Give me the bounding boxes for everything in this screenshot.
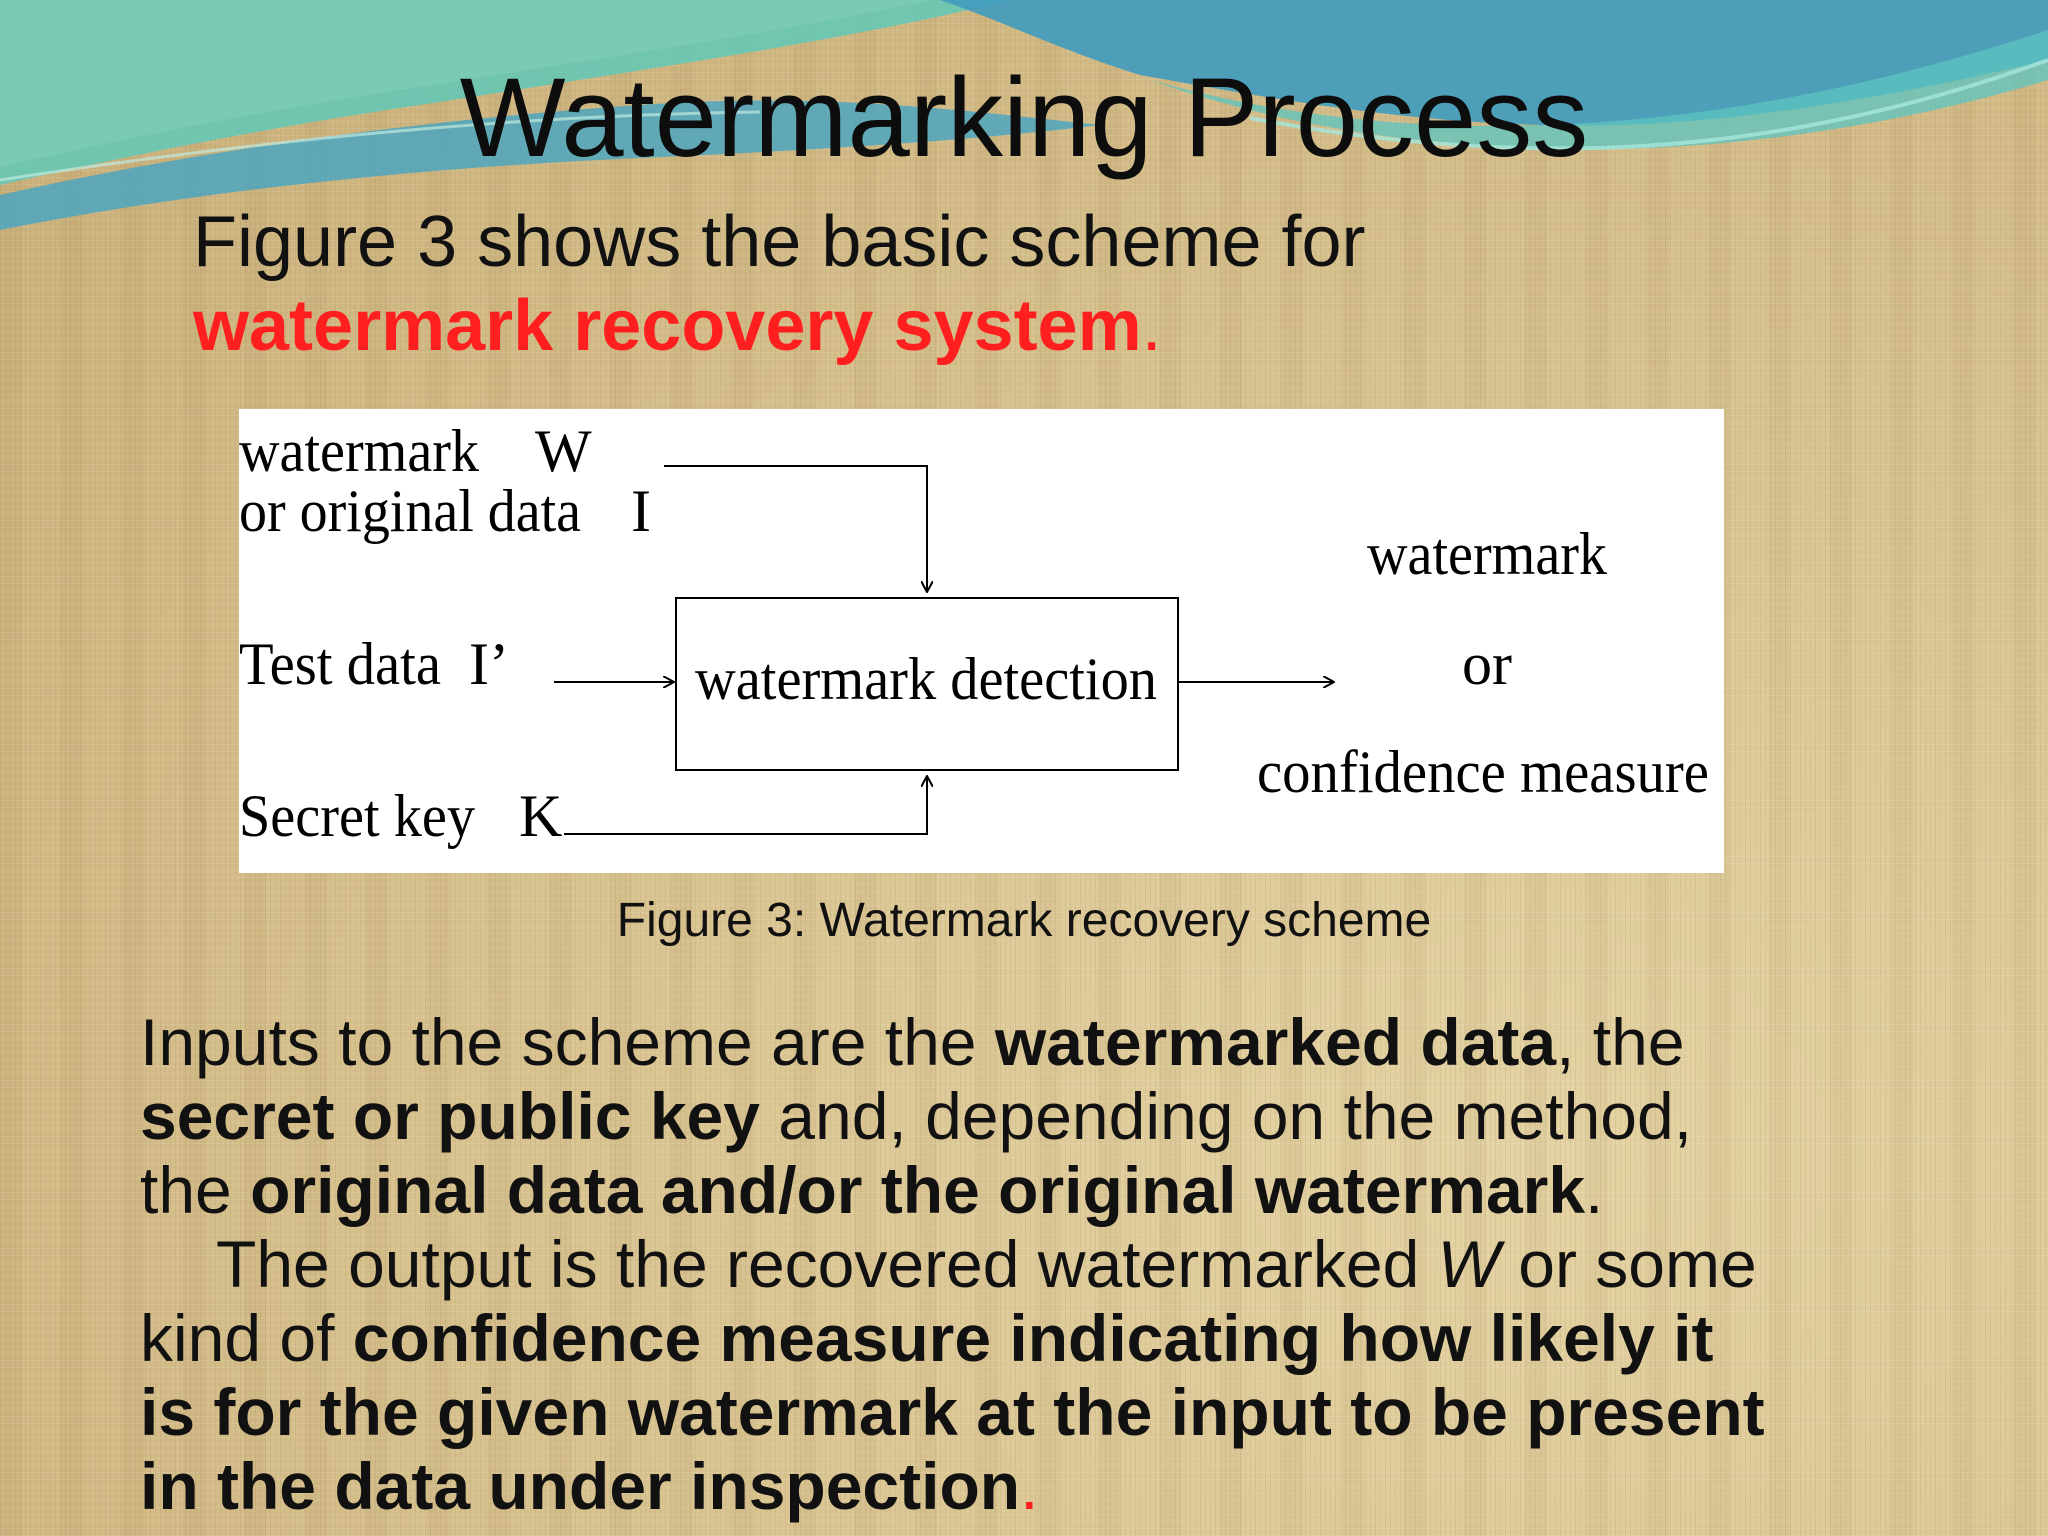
body-emphasis: secret or public key — [140, 1079, 760, 1153]
intro-period: . — [1141, 286, 1162, 366]
intro-highlight: watermark recovery system — [193, 286, 1142, 366]
body-final-period: . — [1020, 1449, 1039, 1523]
input-key-symbol: K — [519, 783, 562, 849]
input-test-symbol: I’ — [469, 631, 509, 697]
input-original-symbol: I — [631, 478, 651, 544]
watermark-input-arrow — [664, 465, 927, 592]
body-text-run: kind of — [140, 1301, 353, 1375]
process-label: watermark detection — [695, 646, 1157, 712]
figure-caption: Figure 3: Watermark recovery scheme — [616, 894, 1432, 947]
body-emphasis: original data and/or the original waterm… — [250, 1153, 1586, 1227]
body-text-run: or some — [1499, 1227, 1757, 1301]
input-original-label: or original data — [239, 478, 581, 544]
input-watermark-symbol: W — [535, 418, 592, 484]
slide-title: Watermarking Process — [459, 55, 1589, 180]
body-italic-symbol: W — [1437, 1227, 1500, 1301]
body-text-run: The output is the recovered watermarked — [216, 1227, 1438, 1301]
watermark-recovery-diagram: watermark W or original data I Test data… — [239, 409, 1724, 873]
intro-lead: Figure 3 shows the basic scheme for — [193, 202, 1366, 282]
body-text-run: , the — [1556, 1005, 1685, 1079]
body-text: Inputs to the scheme are the watermarked… — [140, 1005, 2020, 1523]
input-key-label: Secret key — [239, 783, 475, 849]
output-line-3: confidence measure — [1257, 739, 1709, 805]
background-swoosh — [0, 0, 2048, 230]
body-emphasis: confidence measure indicating how likely… — [352, 1301, 1714, 1375]
body-text-run: Inputs to the scheme are the — [140, 1005, 995, 1079]
body-text-run: and, depending on the method, — [759, 1079, 1693, 1153]
watermark-detection-box — [675, 597, 1179, 771]
body-emphasis: in the data under inspection — [140, 1449, 1021, 1523]
output-line-1: watermark — [1367, 521, 1607, 587]
body-emphasis: is for the given watermark at the input … — [140, 1375, 1765, 1449]
output-line-2: or — [1462, 631, 1512, 697]
diagram-canvas: watermark W or original data I Test data… — [239, 418, 1709, 849]
body-emphasis: watermarked data — [994, 1005, 1557, 1079]
input-test-label: Test data — [239, 631, 441, 697]
secret-key-arrow — [564, 776, 927, 835]
body-text-run: the — [140, 1153, 251, 1227]
input-watermark-label: watermark — [239, 418, 479, 484]
body-text-run: . — [1585, 1153, 1604, 1227]
